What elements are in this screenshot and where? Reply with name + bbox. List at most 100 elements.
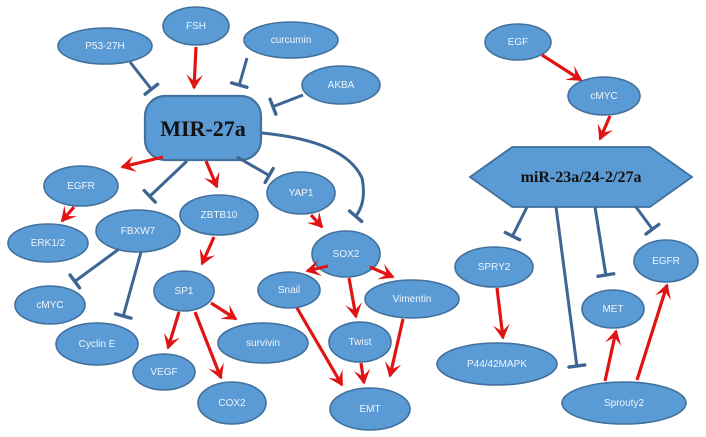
node-label-zbtb10: ZBTB10 — [201, 210, 238, 221]
node-label-curcumin: curcumin — [271, 35, 312, 46]
edge-mir-23a-24-2-27a-inhibits-met — [593, 206, 616, 278]
node-shape-ellipse — [633, 239, 699, 283]
node-shape-ellipse — [197, 381, 267, 425]
node-shape-ellipse — [301, 65, 381, 105]
node-shape-ellipse — [484, 23, 552, 61]
edge-cmyc-right-activates-mir-23a-24-2-27a — [597, 115, 613, 141]
edge-p53-27h-inhibits-mir-27a — [128, 61, 160, 96]
node-zbtb10: ZBTB10 — [179, 194, 259, 236]
node-twist: Twist — [328, 321, 392, 363]
node-vimentin: Vimentin — [364, 279, 460, 319]
edge-akba-inhibits-mir-27a — [268, 93, 304, 116]
edge-sox2-activates-twist — [345, 277, 362, 319]
node-shape-ellipse — [217, 322, 309, 364]
node-shape-ellipse — [454, 246, 534, 288]
edge-sprouty2-activates-egfr-right — [635, 283, 671, 381]
edge-snail-activates-emt — [295, 307, 344, 387]
node-label-egfr-right: EGFR — [652, 256, 680, 267]
edge-mir-23a-24-2-27a-inhibits-spry2 — [503, 206, 529, 242]
node-akba: AKBA — [301, 65, 381, 105]
node-shape-ellipse — [95, 209, 181, 253]
node-cox2: COX2 — [197, 381, 267, 425]
edge-egfr-left-activates-erk1-2 — [60, 205, 78, 223]
node-sp1: SP1 — [153, 270, 215, 312]
edge-mir-27a-activates-zbtb10 — [204, 160, 220, 189]
edge-zbtb10-activates-sp1 — [199, 236, 216, 266]
node-snail: Snail — [257, 271, 321, 309]
node-shape-hexagon — [468, 146, 694, 208]
node-egf: EGF — [484, 23, 552, 61]
edge-twist-activates-emt — [353, 362, 371, 385]
edge-mir-27a-activates-egfr-left — [120, 155, 164, 172]
node-yap1: YAP1 — [266, 171, 336, 215]
node-cmyc-left: cMYC — [14, 285, 86, 325]
node-label-vegf: VEGF — [150, 367, 177, 378]
edge-sp1-activates-cox2 — [193, 311, 224, 380]
node-label-egfr-left: EGFR — [67, 181, 95, 192]
node-shape-ellipse — [179, 194, 259, 236]
edge-curcumin-inhibits-mir-27a — [229, 57, 249, 89]
edge-mir-23a-24-2-27a-inhibits-egfr-right — [634, 206, 661, 236]
node-label-fsh: FSH — [186, 21, 206, 32]
node-label-cox2: COX2 — [218, 398, 246, 409]
node-fsh: FSH — [162, 6, 230, 46]
edge-vimentin-activates-emt — [384, 318, 405, 378]
node-vegf: VEGF — [132, 353, 196, 391]
node-shape-ellipse — [257, 271, 321, 309]
node-p44-42mapk: P44/42MAPK — [436, 342, 558, 386]
node-label-sprouty2: Sprouty2 — [604, 398, 644, 409]
node-shape-ellipse — [581, 289, 645, 329]
node-label-survivin: survivin — [246, 338, 280, 349]
node-shape-ellipse — [7, 223, 89, 263]
node-label-erk1-2: ERK1/2 — [31, 238, 66, 249]
node-shape-ellipse — [14, 285, 86, 325]
node-shape-ellipse — [132, 353, 196, 391]
edge-fsh-activates-mir-27a — [186, 46, 203, 90]
edge-sp1-activates-survivin — [210, 301, 238, 321]
node-shape-ellipse — [364, 279, 460, 319]
node-shape-ellipse — [57, 27, 153, 65]
node-label-sox2: SOX2 — [333, 249, 360, 260]
node-label-emt: EMT — [359, 404, 380, 415]
edge-sp1-activates-vegf — [163, 311, 181, 350]
edge-sox2-activates-snail — [305, 259, 329, 277]
node-label-met: MET — [602, 304, 623, 315]
node-shape-ellipse — [561, 381, 687, 425]
node-met: MET — [581, 289, 645, 329]
edge-egf-activates-cmyc-right — [541, 53, 583, 82]
node-spry2: SPRY2 — [454, 246, 534, 288]
node-label-spry2: SPRY2 — [478, 262, 511, 273]
node-label-snail: Snail — [278, 285, 300, 296]
node-label-vimentin: Vimentin — [393, 294, 432, 305]
node-label-akba: AKBA — [328, 80, 355, 91]
node-shape-ellipse — [162, 6, 230, 46]
node-label-sp1: SP1 — [175, 286, 194, 297]
node-p53-27h: P53-27H — [57, 27, 153, 65]
edge-spry2-activates-p44-42mapk — [493, 287, 510, 340]
node-label-p44-42mapk: P44/42MAPK — [467, 359, 527, 370]
node-label-mir-27a: MIR-27a — [160, 116, 246, 141]
edge-mir-27a-inhibits-sox2 — [261, 131, 365, 224]
node-shape-ellipse — [43, 165, 119, 207]
node-egfr-right: EGFR — [633, 239, 699, 283]
node-label-egf: EGF — [508, 37, 529, 48]
node-cmyc-right: cMYC — [567, 76, 641, 116]
node-label-p53-27h: P53-27H — [85, 41, 124, 52]
node-curcumin: curcumin — [243, 21, 339, 59]
node-shape-ellipse — [243, 21, 339, 59]
node-label-fbxw7: FBXW7 — [121, 226, 156, 237]
edge-mir-23a-24-2-27a-inhibits-sprouty2 — [554, 206, 587, 369]
edge-mir-27a-inhibits-fbxw7 — [142, 159, 189, 204]
node-shape-ellipse — [567, 76, 641, 116]
node-egfr-left: EGFR — [43, 165, 119, 207]
edge-mir-27a-inhibits-yap1 — [236, 155, 275, 185]
node-cyclin-e: Cyclin E — [55, 322, 139, 366]
node-label-yap1: YAP1 — [289, 188, 314, 199]
node-label-cyclin-e: Cyclin E — [79, 339, 116, 350]
node-sprouty2: Sprouty2 — [561, 381, 687, 425]
node-shape-ellipse — [266, 171, 336, 215]
node-shape-ellipse — [328, 321, 392, 363]
node-label-twist: Twist — [349, 337, 372, 348]
